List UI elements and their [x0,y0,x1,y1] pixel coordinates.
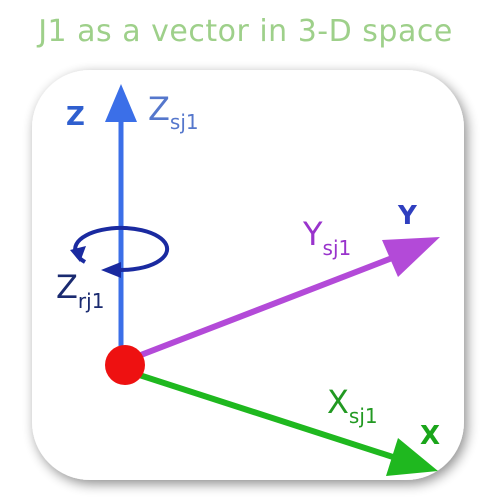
x-sj1-subscript: sj1 [349,404,378,428]
z-sj1-main: Z [148,90,170,128]
x-sj1-label: Xsj1 [327,383,378,428]
diagram-title: J1 as a vector in 3-D space [38,14,453,49]
rotation-arc [73,226,170,273]
y-axis-arrowhead [382,237,440,277]
origin-point [105,345,145,385]
z-axis-letter: Z [66,102,85,132]
x-sj1-main: X [327,383,349,421]
z-rj1-label: Zrj1 [56,268,104,313]
z-rj1-subscript: rj1 [78,289,105,313]
x-axis-letter: X [420,421,440,451]
y-sj1-label: Ysj1 [302,215,351,260]
y-axis-letter: Y [397,201,418,231]
z-axis-arrowhead [105,84,137,122]
y-axis-line [126,252,402,363]
rotation-arrowhead-icon [101,262,121,278]
z-sj1-subscript: sj1 [170,110,199,134]
rotation-arrowhead-left-icon [70,246,86,262]
z-rj1-main: Z [56,268,78,306]
y-sj1-main: Y [302,215,323,253]
x-axis-line [129,369,397,461]
y-sj1-subscript: sj1 [323,236,352,260]
x-axis-arrowhead [386,438,438,476]
z-sj1-label: Zsj1 [148,90,199,134]
